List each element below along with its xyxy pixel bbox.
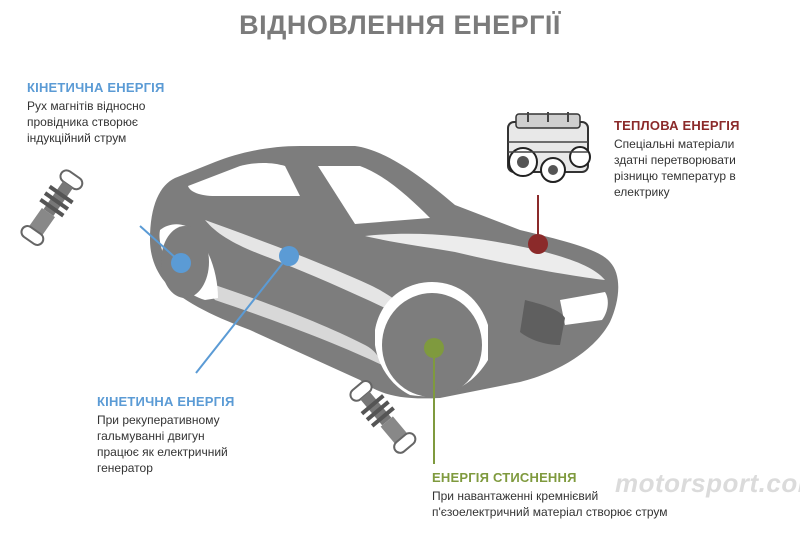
annotation-kinetic-bottom: КІНЕТИЧНА ЕНЕРГІЯ При рекуперативному га… — [97, 394, 297, 476]
car-side-highlight — [205, 220, 420, 325]
annotation-heading: КІНЕТИЧНА ЕНЕРГІЯ — [27, 80, 165, 95]
engine-icon — [507, 112, 591, 183]
car-lower-highlight — [200, 280, 382, 365]
annotation-thermal: ТЕПЛОВА ЕНЕРГІЯ Спеціальні матеріали зда… — [614, 118, 794, 200]
car-grille — [520, 300, 565, 345]
diagram-title: ВІДНОВЛЕННЯ ЕНЕРГІЇ — [239, 10, 561, 40]
annotation-heading: ТЕПЛОВА ЕНЕРГІЯ — [614, 118, 740, 133]
car-headlight — [560, 292, 608, 325]
car-window-rear — [188, 163, 300, 196]
marker-thermal-engine — [528, 234, 548, 254]
callout-thermal — [528, 195, 548, 254]
callout-kinetic-bottom — [195, 246, 299, 374]
shock-absorber-icon — [349, 380, 417, 454]
annotation-text: При рекуперативному гальмуванні двигун п… — [97, 413, 228, 475]
annotation-text: Рух магнітів відносно провідника створює… — [27, 99, 146, 145]
annotation-heading: КІНЕТИЧНА ЕНЕРГІЯ — [97, 394, 235, 409]
annotation-kinetic-top: КІНЕТИЧНА ЕНЕРГІЯ Рух магнітів відносно … — [27, 80, 217, 146]
car-illustration — [150, 146, 619, 399]
marker-kinetic-motor — [279, 246, 299, 266]
annotation-text: При навантаженні кремнієвий п'єзоелектри… — [432, 489, 668, 519]
watermark: motorsport.com — [615, 468, 800, 498]
car-hood-highlight — [365, 233, 605, 280]
annotation-heading: ЕНЕРГІЯ СТИСНЕННЯ — [432, 470, 577, 485]
car-body — [150, 146, 619, 399]
shock-absorber-icon — [20, 169, 84, 246]
callout-kinetic-top — [139, 225, 191, 273]
annotation-compression: ЕНЕРГІЯ СТИСНЕННЯ При навантаженні кремн… — [432, 470, 752, 520]
marker-kinetic-rear-wheel — [171, 253, 191, 273]
car-window-front — [318, 166, 430, 224]
callout-compression — [424, 338, 444, 464]
annotation-text: Спеціальні матеріали здатні перетворюват… — [614, 137, 736, 199]
marker-compression-wheel — [424, 338, 444, 358]
